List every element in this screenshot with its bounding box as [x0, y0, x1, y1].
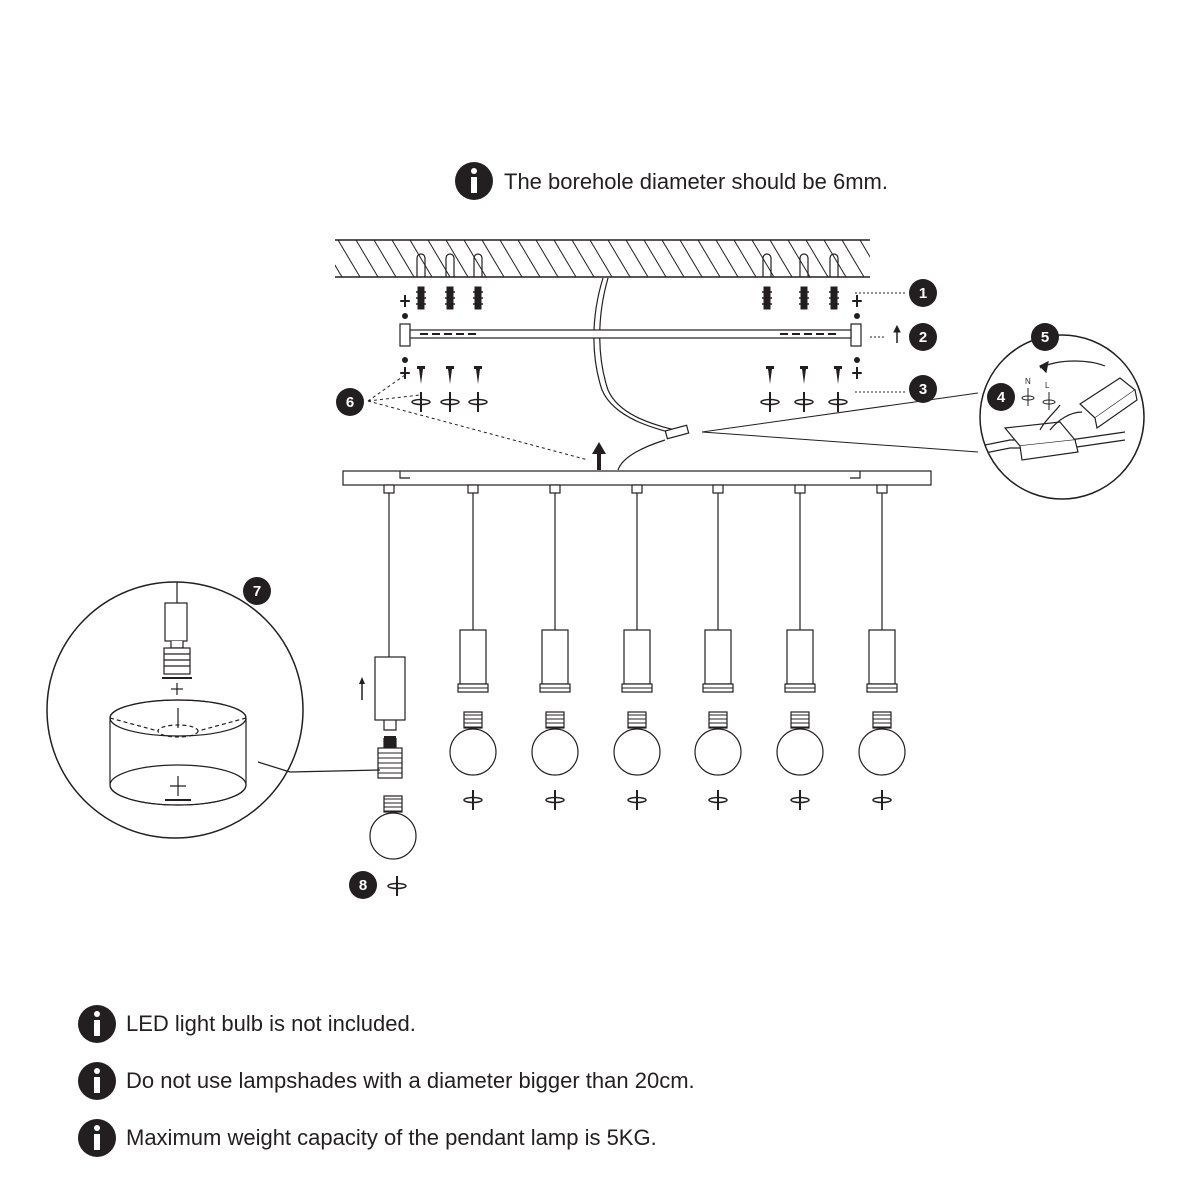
screwdriver-icon [463, 790, 483, 810]
screwdriver-icon [852, 367, 862, 379]
screwdriver-icon [852, 295, 862, 307]
screw [446, 366, 454, 384]
screwdriver-icon [872, 790, 892, 810]
step-number: 7 [253, 583, 261, 600]
step-number: 2 [919, 329, 927, 346]
screwdriver-icon [627, 790, 647, 810]
wall-plug [762, 286, 772, 310]
note-borehole-text: The borehole diameter should be 6mm. [504, 169, 888, 194]
step-badge-6: 6 [336, 388, 364, 416]
wall-plug [473, 286, 483, 310]
screws-row [400, 295, 862, 412]
pendant-light [613, 484, 661, 810]
screwdriver-icon [387, 876, 407, 896]
step-badges: 1 2 3 4 5 6 7 8 [243, 279, 1059, 899]
wall-plugs [416, 286, 839, 310]
pendant-light [531, 484, 579, 810]
wall-plug [416, 286, 426, 310]
info-note-weight: Maximum weight capacity of the pendant l… [78, 1119, 657, 1157]
step-badge-4: 4 [987, 383, 1015, 411]
step-badge-2: 2 [909, 323, 937, 351]
ceiling [335, 239, 870, 278]
wiring-detail: N L [979, 334, 1145, 500]
pendant-lights [359, 484, 906, 896]
neutral-label: N [1025, 377, 1031, 386]
info-icon [78, 1062, 116, 1100]
screwdriver-icon [400, 295, 410, 307]
screwdriver-icon [794, 392, 814, 412]
arrow-up-icon [893, 324, 901, 343]
info-note-bulb: LED light bulb is not included. [78, 1005, 416, 1043]
screw [474, 366, 482, 384]
pendant-light [858, 484, 906, 810]
live-label: L [1045, 381, 1050, 390]
step-badge-8: 8 [349, 871, 377, 899]
screwdriver-icon [760, 392, 780, 412]
screwdriver-icon [828, 392, 848, 412]
screw [834, 366, 842, 384]
mounting-bracket [399, 323, 862, 347]
screwdriver-icon [545, 790, 565, 810]
arrow-up-icon [592, 442, 606, 470]
screwdriver-icon [400, 367, 410, 379]
step-badge-3: 3 [909, 375, 937, 403]
info-note-borehole: The borehole diameter should be 6mm. [455, 162, 888, 200]
screw [800, 366, 808, 384]
screwdriver-icon [468, 392, 488, 412]
step-number: 5 [1041, 329, 1049, 346]
screwdriver-icon [440, 392, 460, 412]
note-shade-text: Do not use lampshades with a diameter bi… [126, 1068, 695, 1093]
step-number: 6 [346, 394, 354, 411]
lampshade-detail [46, 581, 381, 839]
info-icon [78, 1005, 116, 1043]
note-bulb-text: LED light bulb is not included. [126, 1011, 416, 1036]
pendant-light [449, 484, 497, 810]
pendant-light [694, 484, 742, 810]
step-badge-1: 1 [909, 279, 937, 307]
ceiling-canopy-bar [342, 470, 932, 486]
wall-plug [799, 286, 809, 310]
wall-plug [445, 286, 455, 310]
screwdriver-icon [411, 392, 431, 412]
pendant-light [776, 484, 824, 810]
screwdriver-icon [790, 790, 810, 810]
power-cable [593, 277, 690, 471]
screwdriver-icon [708, 790, 728, 810]
info-note-shade: Do not use lampshades with a diameter bi… [78, 1062, 695, 1100]
info-icon [455, 162, 493, 200]
step-number: 8 [359, 877, 367, 894]
step-number: 1 [919, 285, 927, 302]
wall-plug [829, 286, 839, 310]
ceiling-hooks [416, 253, 839, 277]
arrow-up-icon [359, 677, 365, 700]
screw [417, 366, 425, 384]
pendant-light [359, 484, 417, 896]
step-badge-5: 5 [1031, 323, 1059, 351]
screwdriver-icon [1021, 388, 1056, 410]
note-weight-text: Maximum weight capacity of the pendant l… [126, 1125, 657, 1150]
step-number: 3 [919, 381, 927, 398]
step-badge-7: 7 [243, 577, 271, 605]
step-number: 4 [997, 389, 1006, 406]
info-icon [78, 1119, 116, 1157]
screw [766, 366, 774, 384]
